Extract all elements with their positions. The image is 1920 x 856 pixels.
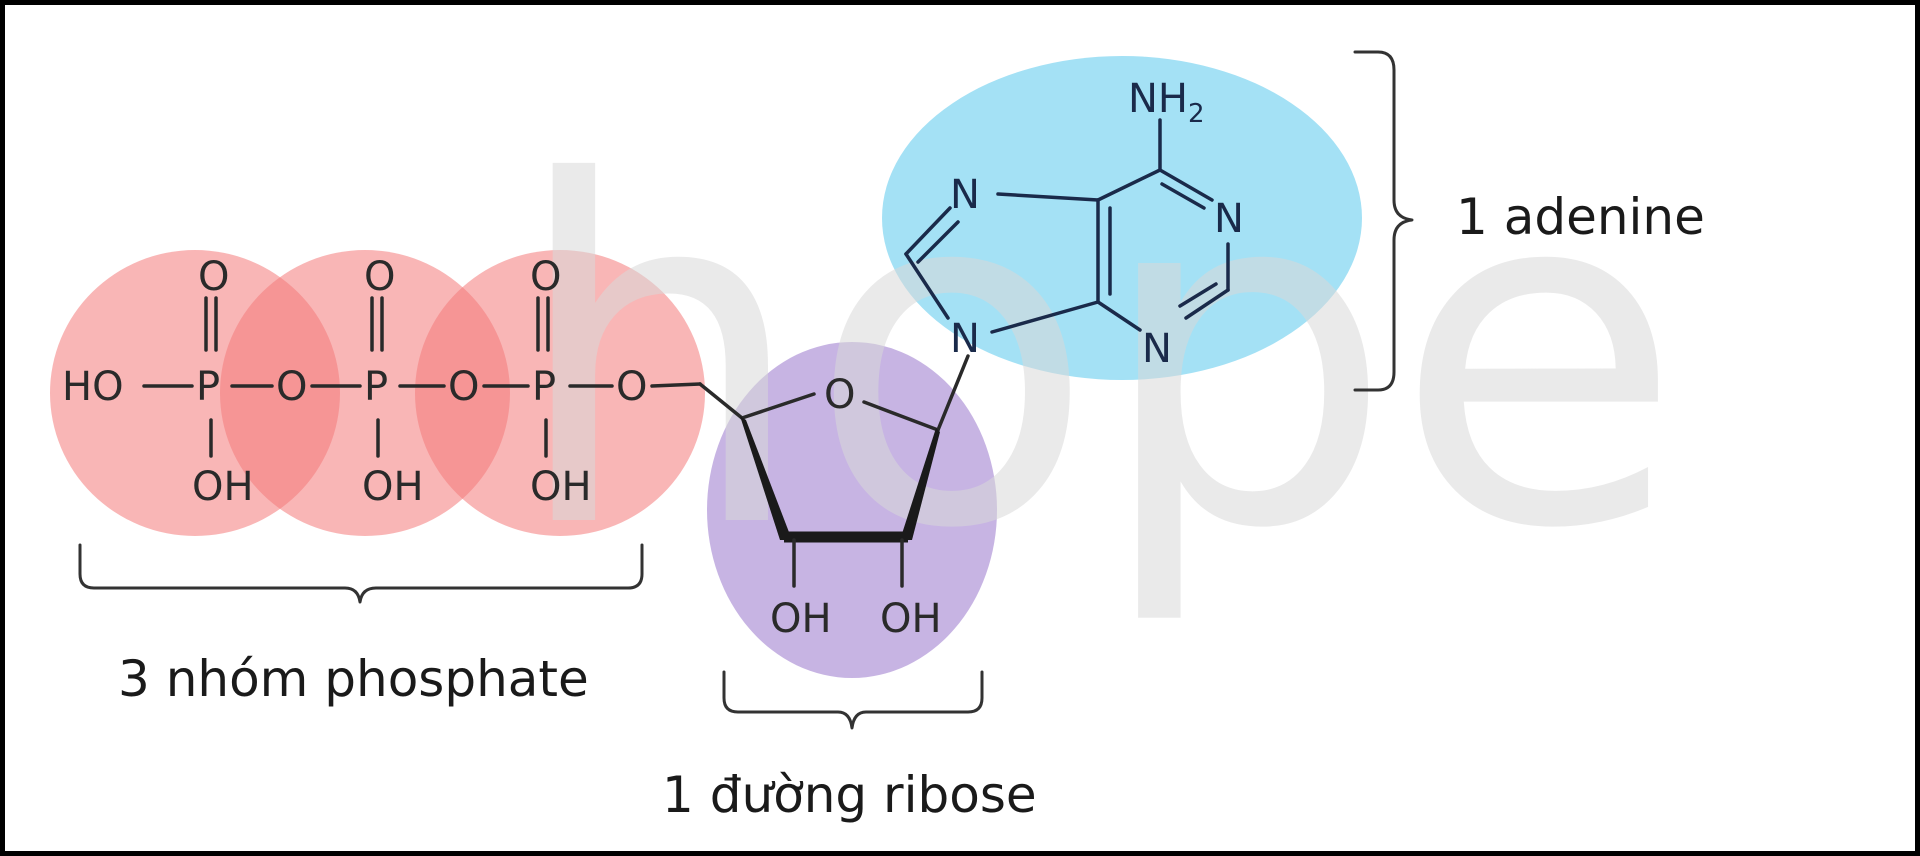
atom-n9: N: [950, 316, 980, 362]
label-ribose: 1 đường ribose: [662, 766, 1037, 824]
phosphate-chain: HO P O OH O P O OH O P O OH O: [62, 254, 702, 510]
atom-p2: P: [364, 364, 388, 410]
wedge-left: [740, 416, 792, 540]
bond-c5-c6: [1096, 168, 1162, 202]
bond-c1-n9: [936, 354, 970, 432]
atom-n1: N: [1214, 196, 1244, 242]
atom-oh-c2: OH: [880, 596, 942, 642]
atom-o-bridge-2: O: [448, 364, 479, 410]
adenine-brace: [1353, 50, 1414, 392]
atom-p1: P: [196, 364, 220, 410]
atom-o-bridge-1: O: [276, 364, 307, 410]
bond-c5-c4: [698, 382, 744, 420]
atom-ho: HO: [62, 364, 124, 410]
bond-n9-c4: [990, 300, 1100, 334]
atom-n3: N: [1142, 326, 1172, 372]
atom-o-ring: O: [824, 372, 855, 418]
bond-c5-n7: [996, 192, 1100, 202]
atom-oh-p2: OH: [362, 464, 424, 510]
bond-c6-n1-dbl: [1160, 182, 1206, 210]
bond-n7-c8: [904, 206, 952, 256]
bond-c8-n9: [904, 252, 950, 320]
phosphate-brace: [78, 543, 644, 604]
atom-o-top-2: O: [364, 254, 395, 300]
atom-o-top-1: O: [198, 254, 229, 300]
adenine-base: NH2 N N N N: [904, 76, 1244, 372]
atom-oh-p1: OH: [192, 464, 254, 510]
bond-o3-c5: [650, 382, 702, 388]
bond-n7-c8-dbl: [916, 220, 960, 264]
phosphate-circle-3: [415, 250, 705, 536]
watermark-text: hope: [510, 84, 1683, 631]
phosphate-regions: [50, 250, 705, 536]
atom-oh-p3: OH: [530, 464, 592, 510]
atom-o-top-3: O: [530, 254, 561, 300]
bond-c2-n3: [1184, 288, 1230, 320]
label-phosphate: 3 nhóm phosphate: [118, 650, 589, 708]
atom-nh2: NH2: [1128, 76, 1205, 129]
label-adenine: 1 adenine: [1456, 188, 1705, 246]
atom-o-bridge-3: O: [616, 364, 647, 410]
bond-c4-o: [740, 392, 816, 420]
ribose-brace: [722, 670, 984, 730]
adenine-region: [882, 56, 1362, 380]
atom-p3: P: [532, 364, 556, 410]
ribose-ring: O OH OH: [698, 354, 970, 642]
atom-n7: N: [950, 172, 980, 218]
bond-o-c1: [862, 400, 940, 432]
bond-n3-c4: [1096, 300, 1142, 332]
wedge-right: [900, 428, 940, 540]
atom-oh-c3: OH: [770, 596, 832, 642]
bond-c2-n3-dbl: [1178, 282, 1218, 308]
bond-c6-n1: [1158, 168, 1214, 202]
